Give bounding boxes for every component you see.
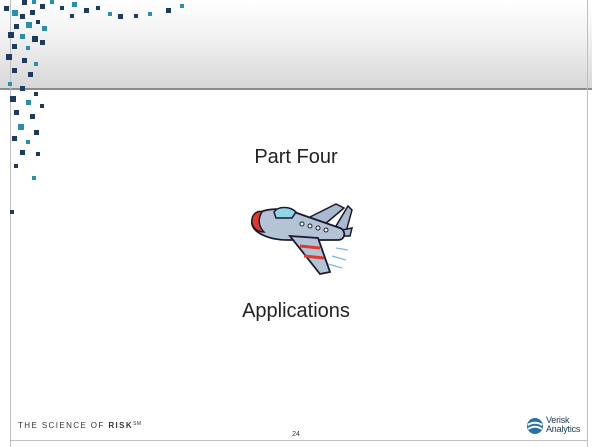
pixel-square xyxy=(26,140,30,144)
service-mark: SM xyxy=(133,421,142,427)
pixel-square xyxy=(18,124,24,130)
tagline-emphasis: RISK xyxy=(108,421,134,430)
footer-tagline: THE SCIENCE OF RISKSM xyxy=(18,421,142,430)
page-number: 24 xyxy=(292,431,300,438)
logo-line-1: Verisk xyxy=(546,415,570,425)
pixel-square xyxy=(34,92,38,96)
pixel-square xyxy=(8,82,12,86)
logo-globe-icon xyxy=(527,418,543,434)
logo-text: Verisk Analytics xyxy=(546,416,580,434)
pixel-square xyxy=(22,0,27,5)
pixel-square xyxy=(166,8,171,13)
pixel-square xyxy=(20,14,25,19)
pixel-square xyxy=(30,10,35,15)
pixel-decoration xyxy=(4,0,184,214)
pixel-square xyxy=(34,62,38,66)
pixel-square xyxy=(42,26,47,31)
pixel-square xyxy=(22,58,27,63)
verisk-logo: Verisk Analytics xyxy=(526,414,586,438)
airplane-icon xyxy=(251,203,354,275)
pixel-square xyxy=(4,6,9,11)
pixel-square xyxy=(8,32,14,38)
pixel-square xyxy=(60,6,64,10)
frame-left-line xyxy=(10,0,11,447)
pixel-square xyxy=(20,86,25,91)
pixel-square xyxy=(148,12,152,16)
pixel-square xyxy=(34,130,39,135)
pixel-square xyxy=(40,40,45,45)
pixel-square xyxy=(134,14,138,18)
pixel-square xyxy=(30,114,35,119)
pixel-square xyxy=(32,0,36,4)
header-band xyxy=(0,0,592,90)
pixel-square xyxy=(20,150,25,155)
pixel-square xyxy=(70,14,74,18)
pixel-square xyxy=(72,2,77,7)
frame-right-line xyxy=(587,0,588,447)
pixel-square xyxy=(26,100,31,105)
pixel-square xyxy=(20,34,25,39)
frame-bottom-line xyxy=(10,440,588,441)
pixel-square xyxy=(36,152,40,156)
pixel-square xyxy=(26,46,30,50)
pixel-square xyxy=(50,0,54,4)
pixel-square xyxy=(118,14,123,19)
pixel-square xyxy=(84,8,89,13)
pixel-square xyxy=(12,136,17,141)
pixel-square xyxy=(40,4,45,9)
pixel-square xyxy=(36,20,40,24)
pixel-square xyxy=(96,6,100,10)
slide-subtitle: Applications xyxy=(242,300,350,322)
pixel-square xyxy=(14,164,18,168)
pixel-square xyxy=(14,110,19,115)
pixel-square xyxy=(32,176,36,180)
pixel-square xyxy=(12,68,17,73)
pixel-square xyxy=(108,12,112,16)
pixel-square xyxy=(32,36,38,42)
pixel-square xyxy=(180,4,184,8)
slide-title: Part Four xyxy=(254,146,338,168)
pixel-square xyxy=(12,10,18,16)
pixel-square xyxy=(12,44,17,49)
pixel-square xyxy=(26,22,32,28)
pixel-square xyxy=(10,96,16,102)
logo-line-2: Analytics xyxy=(546,424,581,434)
pixel-square xyxy=(40,104,44,108)
pixel-square xyxy=(10,210,14,214)
pixel-square xyxy=(28,72,33,77)
pixel-square xyxy=(14,24,19,29)
pixel-square xyxy=(6,54,12,60)
tagline-prefix: THE SCIENCE OF xyxy=(18,421,109,430)
